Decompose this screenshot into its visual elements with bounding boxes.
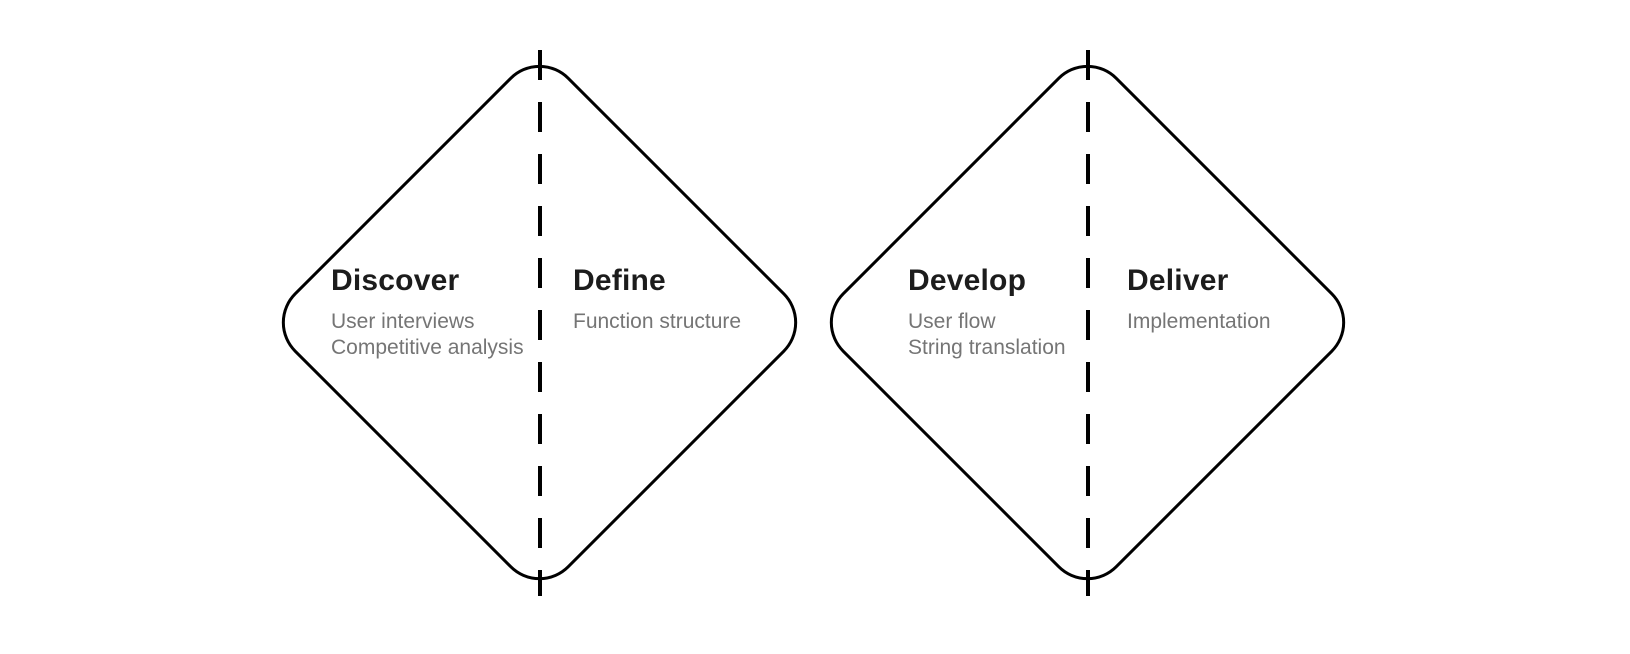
phase-define-title: Define bbox=[573, 264, 666, 297]
phase-deliver: Deliver Implementation bbox=[1127, 264, 1271, 335]
phase-discover-title: Discover bbox=[331, 264, 460, 297]
phase-define-items: Function structure bbox=[573, 309, 741, 335]
phase-develop: Develop User flow String translation bbox=[908, 264, 1066, 361]
diamond-2-dashed-divider bbox=[1086, 50, 1090, 596]
phase-discover-items: User interviews Competitive analysis bbox=[331, 309, 524, 361]
phase-item: Function structure bbox=[573, 310, 742, 333]
phase-item: String translation bbox=[908, 336, 1066, 359]
phase-define: Define Function structure bbox=[573, 264, 741, 335]
phase-item: Competitive analysis bbox=[331, 336, 524, 359]
diamond-1-dashed-divider bbox=[538, 50, 542, 596]
phase-develop-title: Develop bbox=[908, 264, 1027, 297]
phase-item: User interviews bbox=[331, 310, 475, 333]
phase-deliver-items: Implementation bbox=[1127, 309, 1271, 335]
phase-develop-items: User flow String translation bbox=[908, 309, 1066, 361]
phase-item: User flow bbox=[908, 310, 996, 333]
phase-discover: Discover User interviews Competitive ana… bbox=[331, 264, 524, 361]
phase-deliver-title: Deliver bbox=[1127, 264, 1229, 297]
phase-item: Implementation bbox=[1127, 310, 1271, 333]
